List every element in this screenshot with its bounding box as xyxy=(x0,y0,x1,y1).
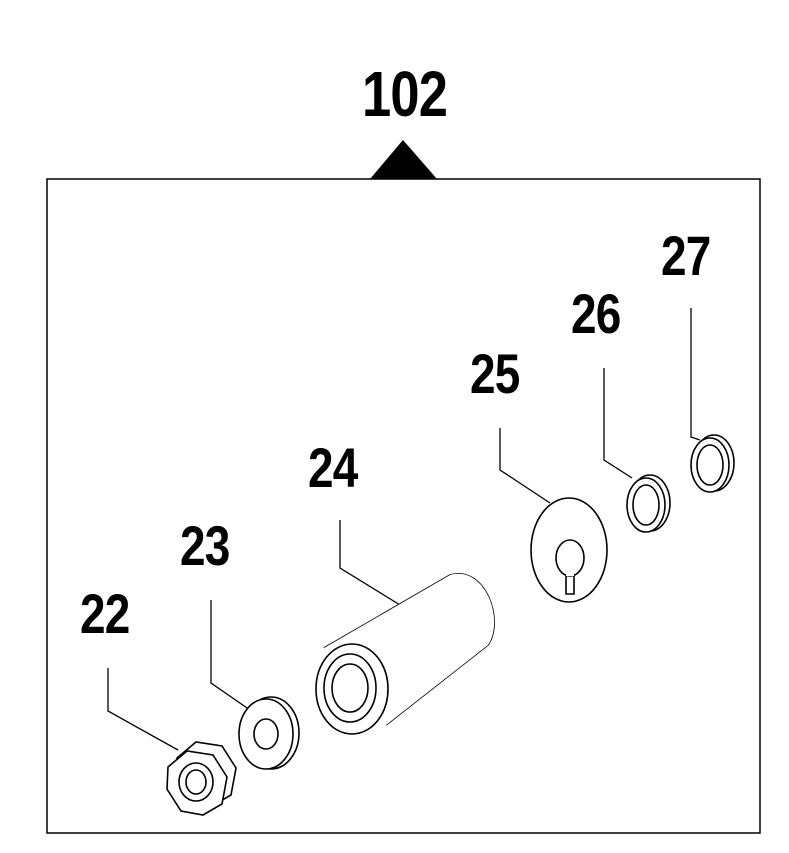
ring-part-26 xyxy=(626,474,671,533)
leader-line-27 xyxy=(690,308,701,441)
part-number-22: 22 xyxy=(80,582,130,645)
leader-line-22 xyxy=(107,668,179,751)
assembly-number: 102 xyxy=(362,58,448,130)
part-number-23: 23 xyxy=(180,514,230,577)
part-number-27: 27 xyxy=(661,224,711,287)
hex-nut-part-22 xyxy=(166,741,237,816)
flat-washer-part-23 xyxy=(238,696,300,770)
spacer-sleeve-part-24 xyxy=(315,573,495,735)
leader-line-23 xyxy=(210,600,251,711)
ring-part-27 xyxy=(690,434,735,493)
keyed-washer-part-25 xyxy=(530,497,608,603)
part-number-24: 24 xyxy=(308,436,358,499)
part-number-26: 26 xyxy=(571,282,621,345)
leader-line-25 xyxy=(499,428,551,504)
leader-line-24 xyxy=(339,520,401,606)
assembly-pointer-triangle xyxy=(370,140,437,179)
part-number-25: 25 xyxy=(470,342,520,405)
leader-line-26 xyxy=(603,368,633,479)
